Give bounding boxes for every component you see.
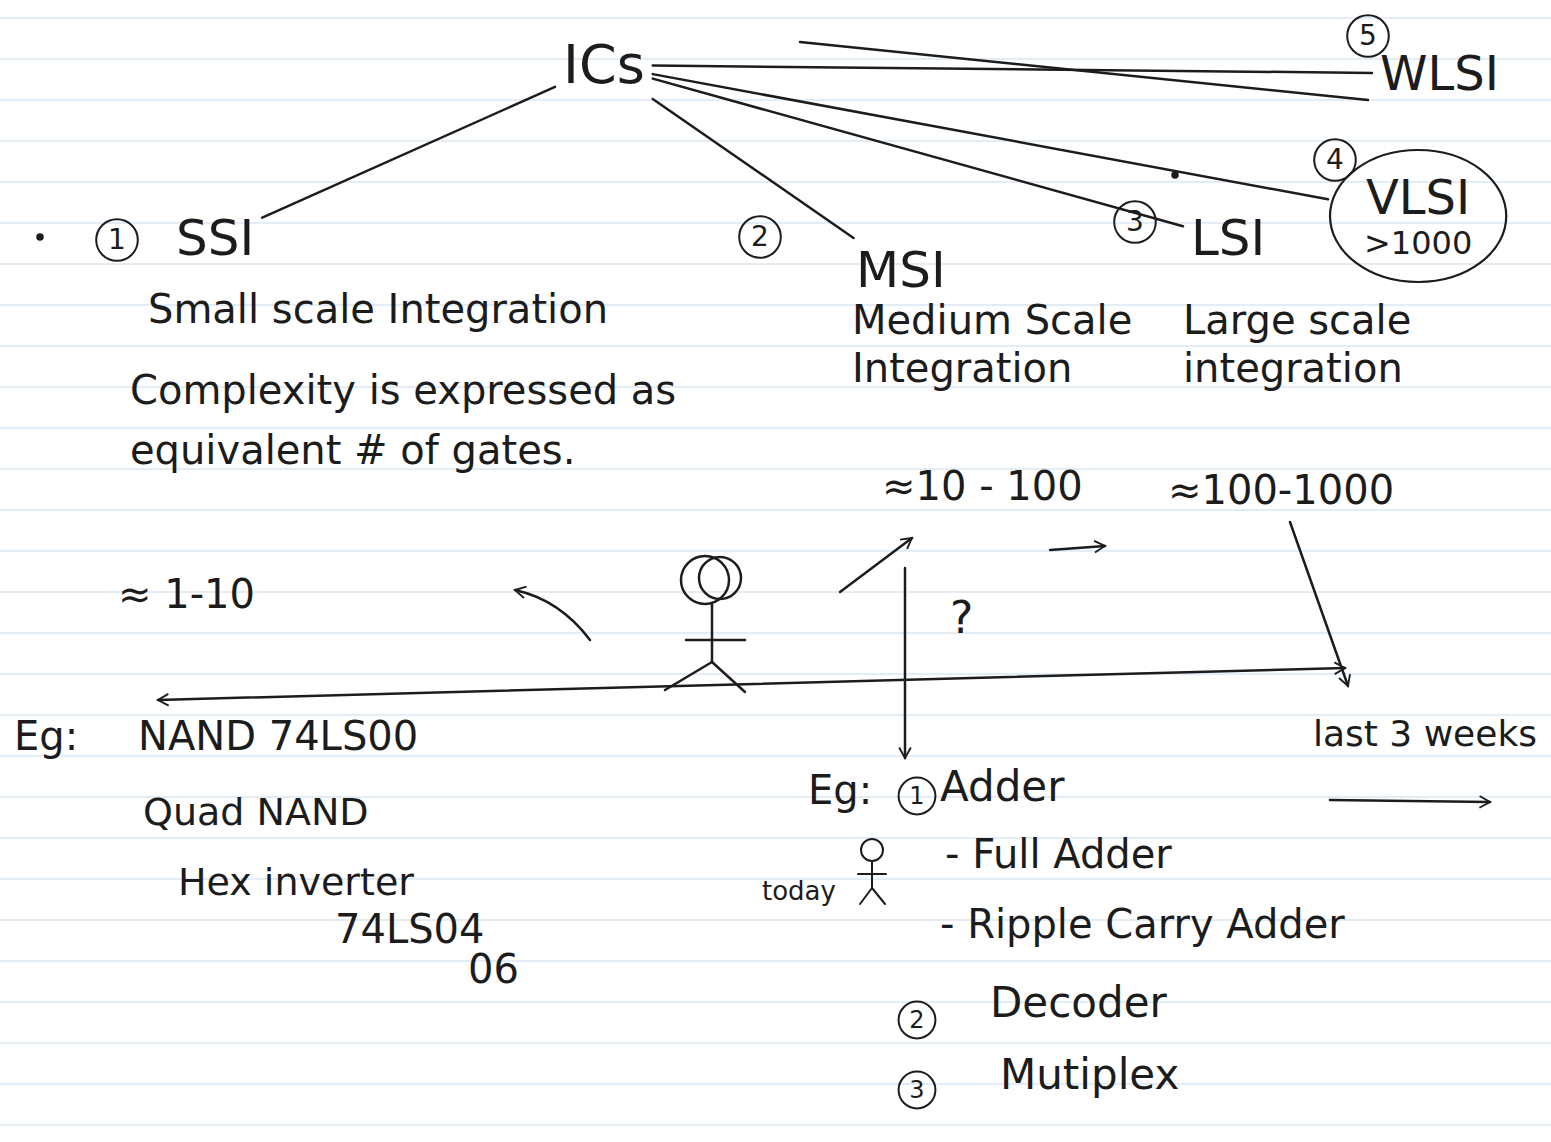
node-note: >1000 [1364, 225, 1472, 262]
note-text: Decoder [990, 978, 1167, 1028]
note-text: ? [950, 592, 973, 645]
tree-branch [653, 99, 854, 238]
ink-dot [38, 235, 43, 240]
callout-number: 2 [751, 220, 769, 254]
note-text: today [762, 876, 836, 907]
callout-circle [899, 1072, 936, 1109]
note-text: Complexity is expressed as equivalent # … [130, 360, 750, 480]
callout-number: 5 [1359, 19, 1377, 53]
note-text: ≈100-1000 [1168, 466, 1394, 514]
tree-branch [653, 66, 1372, 73]
node-heading: LSI [1191, 210, 1265, 268]
callout-number: 3 [1126, 205, 1144, 239]
note-text: Medium Scale Integration [852, 296, 1172, 392]
note-text: Adder [940, 762, 1064, 812]
callout-circle [739, 216, 781, 258]
callout-circle [899, 1002, 936, 1039]
tree-node: MSI [848, 238, 954, 304]
stick-figure [858, 839, 886, 904]
node-heading: VLSI [1364, 170, 1472, 225]
tree-branch [653, 79, 1183, 227]
range-arrow [158, 668, 1345, 700]
callout-circle [96, 219, 138, 261]
note-text: last 3 weeks [1313, 712, 1537, 755]
pointer-arrow [840, 538, 912, 592]
note-text: Hex inverter [178, 860, 414, 906]
callout-circle [899, 778, 936, 815]
tree-branch [262, 87, 555, 218]
note-text: Eg: [808, 766, 872, 814]
node-heading: WLSI [1380, 46, 1499, 101]
note-text: Small scale Integration [148, 285, 608, 333]
note-text: NAND 74LS00 [138, 712, 418, 760]
note-text: 06 [468, 945, 519, 993]
circled-node: VLSI>1000 [1328, 148, 1508, 284]
note-text: ≈ 1-10 [118, 570, 255, 618]
tree-branch [653, 74, 1328, 199]
ink-dot [1173, 173, 1178, 178]
callout-number: 1 [909, 782, 924, 811]
pointer-arrow [904, 568, 907, 758]
callout-number: 3 [909, 1076, 924, 1105]
stick-figure [665, 556, 745, 692]
note-text: Quad NAND [143, 790, 369, 836]
note-text: - Ripple Carry Adder [940, 900, 1345, 948]
note-text: - Full Adder [945, 830, 1172, 878]
note-text: Large scale integration [1183, 296, 1523, 392]
note-text: 74LS04 [335, 905, 484, 953]
note-text: Eg: [14, 712, 78, 760]
pointer-arrow [1290, 522, 1348, 686]
node-heading: ICs [563, 34, 645, 96]
callout-circle [1114, 201, 1156, 243]
note-text: ≈10 - 100 [882, 462, 1083, 510]
pointer-arrow [1330, 800, 1490, 802]
callout-number: 4 [1326, 143, 1344, 177]
node-heading: MSI [856, 242, 946, 300]
tree-node: SSI [168, 206, 262, 272]
pointer-arrow [515, 590, 590, 640]
tree-node: ICs [555, 30, 653, 100]
node-heading: SSI [176, 210, 254, 268]
tree-node: LSI [1183, 206, 1273, 272]
callout-number: 2 [909, 1006, 924, 1035]
note-text: Mutiplex [1000, 1050, 1179, 1100]
tree-node: WLSI [1372, 42, 1507, 105]
callout-number: 1 [108, 223, 126, 257]
pointer-arrow [1050, 546, 1105, 550]
